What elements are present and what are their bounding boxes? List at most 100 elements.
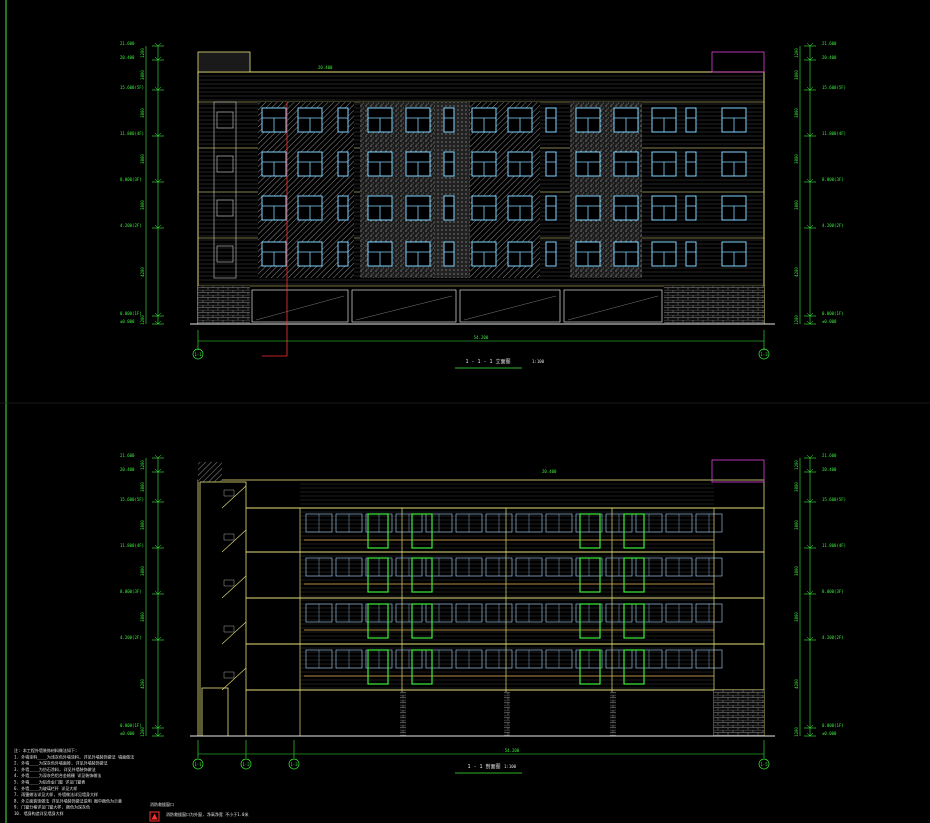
dim-text: 1200 xyxy=(794,48,799,58)
level-label: 20.400 xyxy=(822,467,837,472)
level-marker xyxy=(154,178,162,183)
level-label: 8.000(3F) xyxy=(120,589,142,594)
section-roof-tower xyxy=(198,462,222,482)
axis-label-left: 1-1 xyxy=(194,352,202,357)
window xyxy=(405,107,431,133)
shopfront-glass-mark xyxy=(255,295,345,321)
general-notes: 注: 本工程外墙装饰材料做法如下:1. 外墙涂料____为浅灰色外墙涂料, 详见… xyxy=(14,747,134,816)
level-label: ±0.000 xyxy=(120,319,135,324)
note-line: 9. 门窗分格详见门窗大样, 颜色为深灰色 xyxy=(14,804,90,810)
dim-text: 3800 xyxy=(794,200,799,210)
level-marker xyxy=(806,544,814,549)
section-title: 1 - 1 剖面图 xyxy=(467,763,500,770)
window xyxy=(261,241,287,267)
section-door xyxy=(367,557,389,593)
level-label: 4.200(2F) xyxy=(822,635,844,640)
window xyxy=(613,195,639,221)
stair-flight xyxy=(221,485,247,509)
base-brick-right xyxy=(664,286,764,324)
level-label: 15.600(5F) xyxy=(822,85,846,90)
section-door xyxy=(411,513,433,549)
level-label: 8.000(3F) xyxy=(822,589,844,594)
dim-text: 4200 xyxy=(794,267,799,277)
fire-rescue-legend: 消防救援窗口 消防救援窗口为外窗, 净高净宽 不小于1.0米 xyxy=(149,801,248,822)
dim-text: 3800 xyxy=(794,566,799,576)
window xyxy=(613,107,639,133)
stair-flight xyxy=(221,667,247,691)
level-marker xyxy=(806,724,814,729)
section-door xyxy=(579,513,601,549)
section-door xyxy=(623,649,645,685)
roof-box-right xyxy=(711,51,765,73)
section-door xyxy=(411,557,433,593)
level-marker xyxy=(154,732,162,737)
dim-text: 1200 xyxy=(794,315,799,325)
section-door xyxy=(623,603,645,639)
window xyxy=(613,151,639,177)
window-frame xyxy=(443,107,455,133)
dim-text: 3800 xyxy=(140,520,145,530)
section-roof-box xyxy=(711,459,765,483)
level-marker xyxy=(806,320,814,325)
window xyxy=(721,241,747,267)
level-marker xyxy=(154,86,162,91)
level-label: 11.800(4F) xyxy=(120,543,144,548)
dim-text: 3800 xyxy=(140,612,145,622)
level-label: 20.400 xyxy=(120,55,135,60)
window xyxy=(507,107,533,133)
level-label: 4.200(2F) xyxy=(120,635,142,640)
level-marker xyxy=(154,132,162,137)
level-label: ±0.000 xyxy=(120,731,135,736)
level-marker xyxy=(154,320,162,325)
section-axis-bubble xyxy=(192,758,204,770)
window xyxy=(721,151,747,177)
level-label: 8.000(3F) xyxy=(822,177,844,182)
level-label: 21.600 xyxy=(822,453,837,458)
level-label: 15.600(5F) xyxy=(822,497,846,502)
stair-flight xyxy=(221,575,247,599)
section-axis-bubble xyxy=(288,758,300,770)
ground-floor-shopfronts xyxy=(215,289,723,323)
stair-window xyxy=(216,199,234,217)
dim-text: 4200 xyxy=(140,267,145,277)
window xyxy=(337,241,349,267)
stair-core xyxy=(199,481,247,737)
base-brick-left xyxy=(198,286,250,324)
dim-text: 3800 xyxy=(140,482,145,492)
dim-text: 3800 xyxy=(140,200,145,210)
note-line: 1. 外墙涂料____为浅灰色外墙涂料, 详见外墙装饰做法 墙面做法 xyxy=(14,753,134,759)
dim-text: 3800 xyxy=(794,70,799,80)
section-axis-label: 1-1 xyxy=(194,762,202,767)
window xyxy=(651,241,677,267)
section-axis-label: 1-5 xyxy=(760,762,768,767)
level-label: 11.800(4F) xyxy=(822,543,846,548)
section-roof-mark: 20.400 xyxy=(542,469,557,474)
section-door xyxy=(367,603,389,639)
level-label: 0.000(1F) xyxy=(822,311,844,316)
window xyxy=(443,195,455,221)
overall-dim-text: 54.200 xyxy=(474,335,489,340)
window xyxy=(721,195,747,221)
window xyxy=(443,107,455,133)
stair-tag xyxy=(223,489,235,497)
window xyxy=(651,195,677,221)
dim-text: 3800 xyxy=(140,108,145,118)
window xyxy=(261,151,287,177)
dim-text: 3800 xyxy=(794,520,799,530)
window xyxy=(405,241,431,267)
level-label: 8.000(3F) xyxy=(120,177,142,182)
level-marker xyxy=(806,42,814,47)
window xyxy=(471,107,497,133)
window-frame xyxy=(545,241,557,267)
window xyxy=(297,107,323,133)
window xyxy=(721,107,747,133)
stair-tag xyxy=(223,533,235,541)
window xyxy=(507,151,533,177)
section-door xyxy=(411,649,433,685)
window xyxy=(545,241,557,267)
level-marker xyxy=(154,468,162,473)
level-marker xyxy=(806,86,814,91)
dim-text: 3800 xyxy=(794,154,799,164)
dim-text: 1200 xyxy=(140,48,145,58)
window xyxy=(261,107,287,133)
